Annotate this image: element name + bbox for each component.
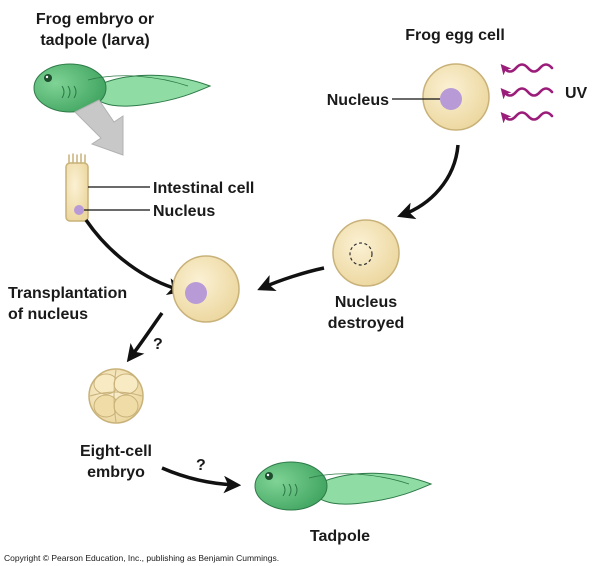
eight-cell-embryo <box>88 368 144 424</box>
egg-cell-title: Frog egg cell <box>405 27 505 44</box>
tadpole-icon <box>33 63 212 113</box>
uv-label: UV <box>565 85 588 102</box>
large-gray-arrow <box>74 99 124 156</box>
arrow-embryo-to-tadpole <box>161 466 242 494</box>
arrow-nucleus-transplant <box>84 219 186 296</box>
nucleus-destroyed-label-line2: destroyed <box>328 315 404 332</box>
arrow-egg-to-enucleated <box>397 144 460 220</box>
tadpole-icon <box>254 461 433 511</box>
destroyed-nucleus-outline <box>349 242 373 266</box>
enucleated-egg-cell <box>332 219 400 287</box>
intestinal-nucleus <box>74 205 84 215</box>
transplantation-label-line1: Transplantation <box>8 285 127 302</box>
arrow-recipient-to-embryo <box>126 311 164 363</box>
tadpole-label: Tadpole <box>310 528 370 545</box>
question-mark-2: ? <box>196 457 206 474</box>
transplanted-nucleus <box>185 282 207 304</box>
egg-nucleus <box>440 88 462 110</box>
intestinal-cell-label: Intestinal cell <box>153 180 254 197</box>
nucleus-destroyed-label-line1: Nucleus <box>335 294 397 311</box>
question-mark-1: ? <box>153 336 163 353</box>
intestinal-cell <box>65 153 89 222</box>
source-title-line2: tadpole (larva) <box>40 32 149 49</box>
intestinal-nucleus-label: Nucleus <box>153 203 215 220</box>
eight-cell-label-line2: embryo <box>87 464 145 481</box>
eight-cell-label-line1: Eight-cell <box>80 443 152 460</box>
uv-wave-icon <box>500 63 554 124</box>
egg-nucleus-label: Nucleus <box>327 92 389 109</box>
arrow-enucleated-to-recipient <box>257 266 325 292</box>
source-title-line1: Frog embryo or <box>36 11 154 28</box>
copyright-footer: Copyright © Pearson Education, Inc., pub… <box>4 553 279 563</box>
transplantation-label-line2: of nucleus <box>8 306 88 323</box>
